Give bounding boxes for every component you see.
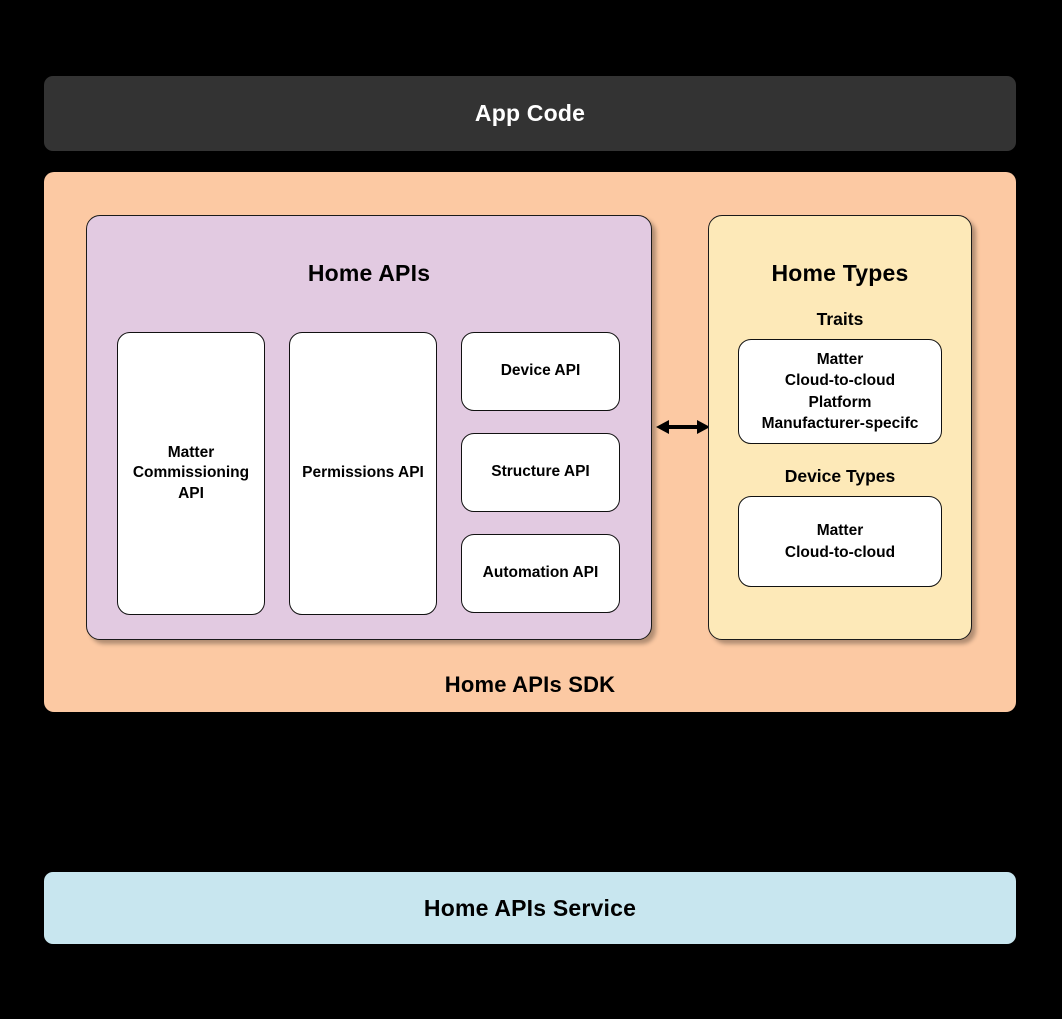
traits-heading: Traits xyxy=(816,309,864,329)
home-apis-service-bar: Home APIs Service xyxy=(44,872,1016,944)
home-types-panel: Home Types Traits Matter Cloud-to-cloud … xyxy=(708,215,972,640)
home-apis-service-label: Home APIs Service xyxy=(423,894,637,921)
traits-card[interactable]: Matter Cloud-to-cloud Platform Manufactu… xyxy=(738,339,942,444)
app-code-label: App Code xyxy=(474,100,586,126)
device-types-heading: Device Types xyxy=(784,466,896,486)
matter-commissioning-api-card[interactable]: Matter Commissioning API xyxy=(117,332,265,615)
home-apis-title: Home APIs xyxy=(307,260,431,286)
home-apis-panel: Home APIs Matter Commissioning API Permi… xyxy=(86,215,652,640)
permissions-api-card[interactable]: Permissions API xyxy=(289,332,437,615)
home-apis-cards-row: Matter Commissioning API Permissions API… xyxy=(117,332,620,615)
home-apis-sdk-label: Home APIs SDK xyxy=(444,672,616,697)
device-api-card[interactable]: Device API xyxy=(461,332,620,411)
home-apis-sdk-container: Home APIs Matter Commissioning API Permi… xyxy=(44,172,1016,712)
double-headed-arrow-icon xyxy=(656,412,710,442)
app-code-bar: App Code xyxy=(44,76,1016,151)
api-stacked-column: Device API Structure API Automation API xyxy=(461,332,620,615)
structure-api-card[interactable]: Structure API xyxy=(461,433,620,512)
automation-api-card[interactable]: Automation API xyxy=(461,534,620,613)
device-types-card[interactable]: Matter Cloud-to-cloud xyxy=(738,496,942,587)
home-types-title: Home Types xyxy=(771,260,909,286)
